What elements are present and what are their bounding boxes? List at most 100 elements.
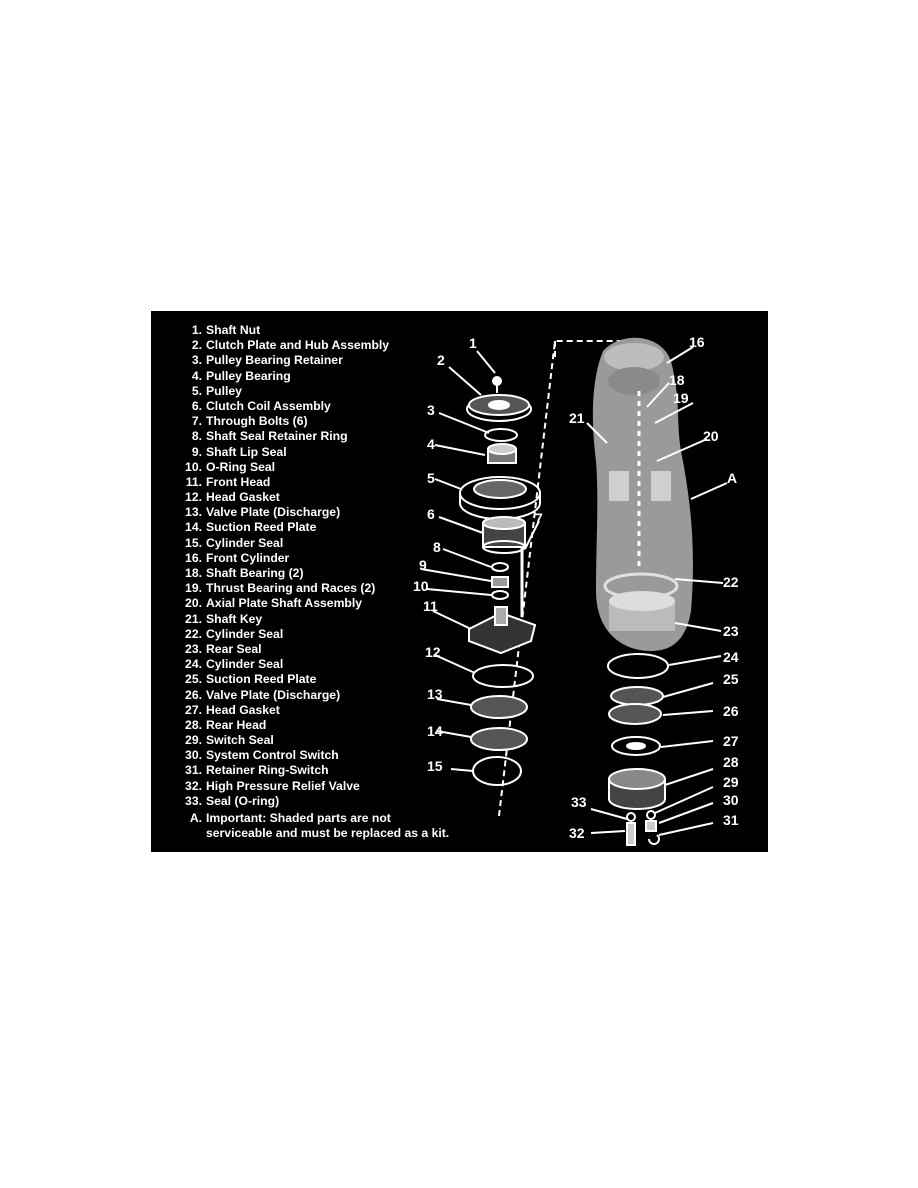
callout-13: 13 — [427, 686, 443, 702]
legend-label: Shaft Bearing (2) — [206, 566, 304, 580]
part-suction-reed-rear — [610, 686, 664, 706]
legend-number: 8. — [191, 429, 202, 444]
legend-number: 16. — [185, 550, 202, 565]
callout-14: 14 — [427, 723, 443, 739]
legend-number: 18. — [185, 566, 202, 580]
important-note: A. Important: Shaded parts are not servi… — [169, 811, 449, 841]
legend-label: Suction Reed Plate — [206, 672, 317, 687]
part-o-ring-seal — [491, 590, 509, 600]
part-switch-seal — [646, 810, 656, 820]
legend-label: Shaft Lip Seal — [206, 444, 287, 459]
legend-number: 27. — [185, 702, 202, 717]
callout-29: 29 — [723, 774, 739, 790]
legend-number: 10. — [185, 459, 202, 474]
legend-number: 6. — [191, 398, 202, 413]
part-shaft-lip-seal — [491, 576, 509, 588]
legend-item: 16. Front Cylinder — [169, 551, 454, 566]
callout-23: 23 — [723, 623, 739, 639]
legend-label: Front Cylinder — [206, 550, 290, 565]
legend-label: Thrust Bearing and Races (2) — [206, 581, 376, 596]
legend-item: 27. Head Gasket — [169, 703, 454, 718]
leader-lines — [420, 346, 728, 836]
legend-label: Shaft Seal Retainer Ring — [206, 429, 348, 444]
callout-8: 8 — [433, 539, 441, 555]
legend-number: 30. — [185, 748, 202, 763]
legend-item: 33.Seal (O-ring) — [169, 794, 454, 809]
exploded-compressor-diagram: 1 2 3 4 5 6 7 8 9 10 11 12 13 14 15 16 1… — [151, 311, 768, 852]
callout-22: 22 — [723, 574, 739, 590]
legend-number: 12. — [185, 490, 202, 505]
legend-item: 1.Shaft Nut — [169, 323, 454, 338]
part-shaft-nut — [492, 376, 502, 386]
note-letter: A. — [189, 811, 202, 825]
legend-number: 13. — [185, 505, 202, 520]
part-head-gasket-rear — [611, 736, 661, 756]
legend-number: 1. — [191, 323, 202, 337]
legend-number: 2. — [191, 338, 202, 353]
legend-label: Head Gasket — [206, 490, 280, 505]
legend-label: Cylinder Seal — [206, 657, 284, 672]
legend-label: Valve Plate (Discharge) — [206, 505, 341, 520]
callout-3: 3 — [427, 402, 435, 418]
legend-item: 26.Valve Plate (Discharge) — [169, 688, 454, 703]
callout-24: 24 — [723, 649, 739, 665]
callout-2: 2 — [437, 352, 445, 368]
callout-12: 12 — [425, 644, 441, 660]
legend-item: 20.Axial Plate Shaft Assembly — [169, 596, 454, 611]
legend-number: 33. — [185, 793, 202, 808]
callout-15: 15 — [427, 758, 443, 774]
diagram-drawing: 1 2 3 4 5 6 7 8 9 10 11 12 13 14 15 16 1… — [413, 334, 739, 846]
legend-number: 23. — [185, 641, 202, 656]
rear-stack-parts — [607, 653, 669, 846]
part-seal-o-ring — [626, 812, 636, 822]
legend-label: Clutch Plate and Hub Assembly — [206, 338, 390, 353]
legend-item: 11.Front Head — [169, 475, 454, 490]
part-high-pressure-relief-valve — [626, 822, 636, 846]
part-valve-plate-front — [470, 695, 528, 719]
part-retainer-ring-switch — [648, 834, 660, 845]
legend-label: Shaft Key — [206, 611, 263, 626]
callout-18: 18 — [669, 372, 685, 388]
note-line-2: serviceable and must be replaced as a ki… — [206, 826, 450, 841]
callout-7: 7 — [535, 510, 543, 526]
legend-number: 31. — [185, 763, 202, 778]
legend-item: 9.Shaft Lip Seal — [169, 445, 454, 460]
callout-25: 25 — [723, 671, 739, 687]
legend-number: 14. — [185, 520, 202, 535]
legend-item: 5.Pulley — [169, 384, 454, 399]
legend-number: 32. — [185, 778, 202, 793]
legend-number: 25. — [185, 672, 202, 687]
legend-item: 7.Through Bolts (6) — [169, 414, 454, 429]
legend-label: High Pressure Relief Valve — [206, 778, 360, 793]
callout-28: 28 — [723, 754, 739, 770]
legend-label: Axial Plate Shaft Assembly — [206, 596, 363, 611]
callout-16: 16 — [689, 334, 705, 350]
callout-9: 9 — [419, 557, 427, 573]
callout-33: 33 — [571, 794, 587, 810]
legend-label: Pulley Bearing Retainer — [206, 353, 343, 368]
legend-item: 25. Suction Reed Plate — [169, 672, 454, 687]
part-valve-plate-rear — [608, 703, 662, 725]
legend-label: Head Gasket — [206, 702, 280, 717]
assembly-dashed-lines — [498, 340, 621, 817]
legend-label: Rear Seal — [206, 641, 262, 656]
legend-label: Retainer Ring-Switch — [206, 763, 329, 778]
front-stack-parts — [459, 376, 541, 786]
legend-label: Valve Plate (Discharge) — [206, 687, 341, 702]
legend-item: 29.Switch Seal — [169, 733, 454, 748]
legend-item: 10.O-Ring Seal — [169, 460, 454, 475]
legend-number: 24. — [185, 657, 202, 672]
legend-label: Suction Reed Plate — [206, 520, 317, 535]
legend-number: 22. — [185, 626, 202, 641]
legend-item: 28.Rear Head — [169, 718, 454, 733]
part-shaft-seal-retainer-ring — [491, 562, 509, 572]
callout-20: 20 — [703, 428, 719, 444]
legend-item: 6.Clutch Coil Assembly — [169, 399, 454, 414]
legend-item: 23. Rear Seal — [169, 642, 454, 657]
callout-4: 4 — [427, 436, 435, 452]
callout-1: 1 — [469, 335, 477, 351]
legend-number: 7. — [191, 414, 202, 429]
callout-26: 26 — [723, 703, 739, 719]
legend-number: 15. — [185, 535, 202, 550]
legend-item: 13. Valve Plate (Discharge) — [169, 505, 454, 520]
